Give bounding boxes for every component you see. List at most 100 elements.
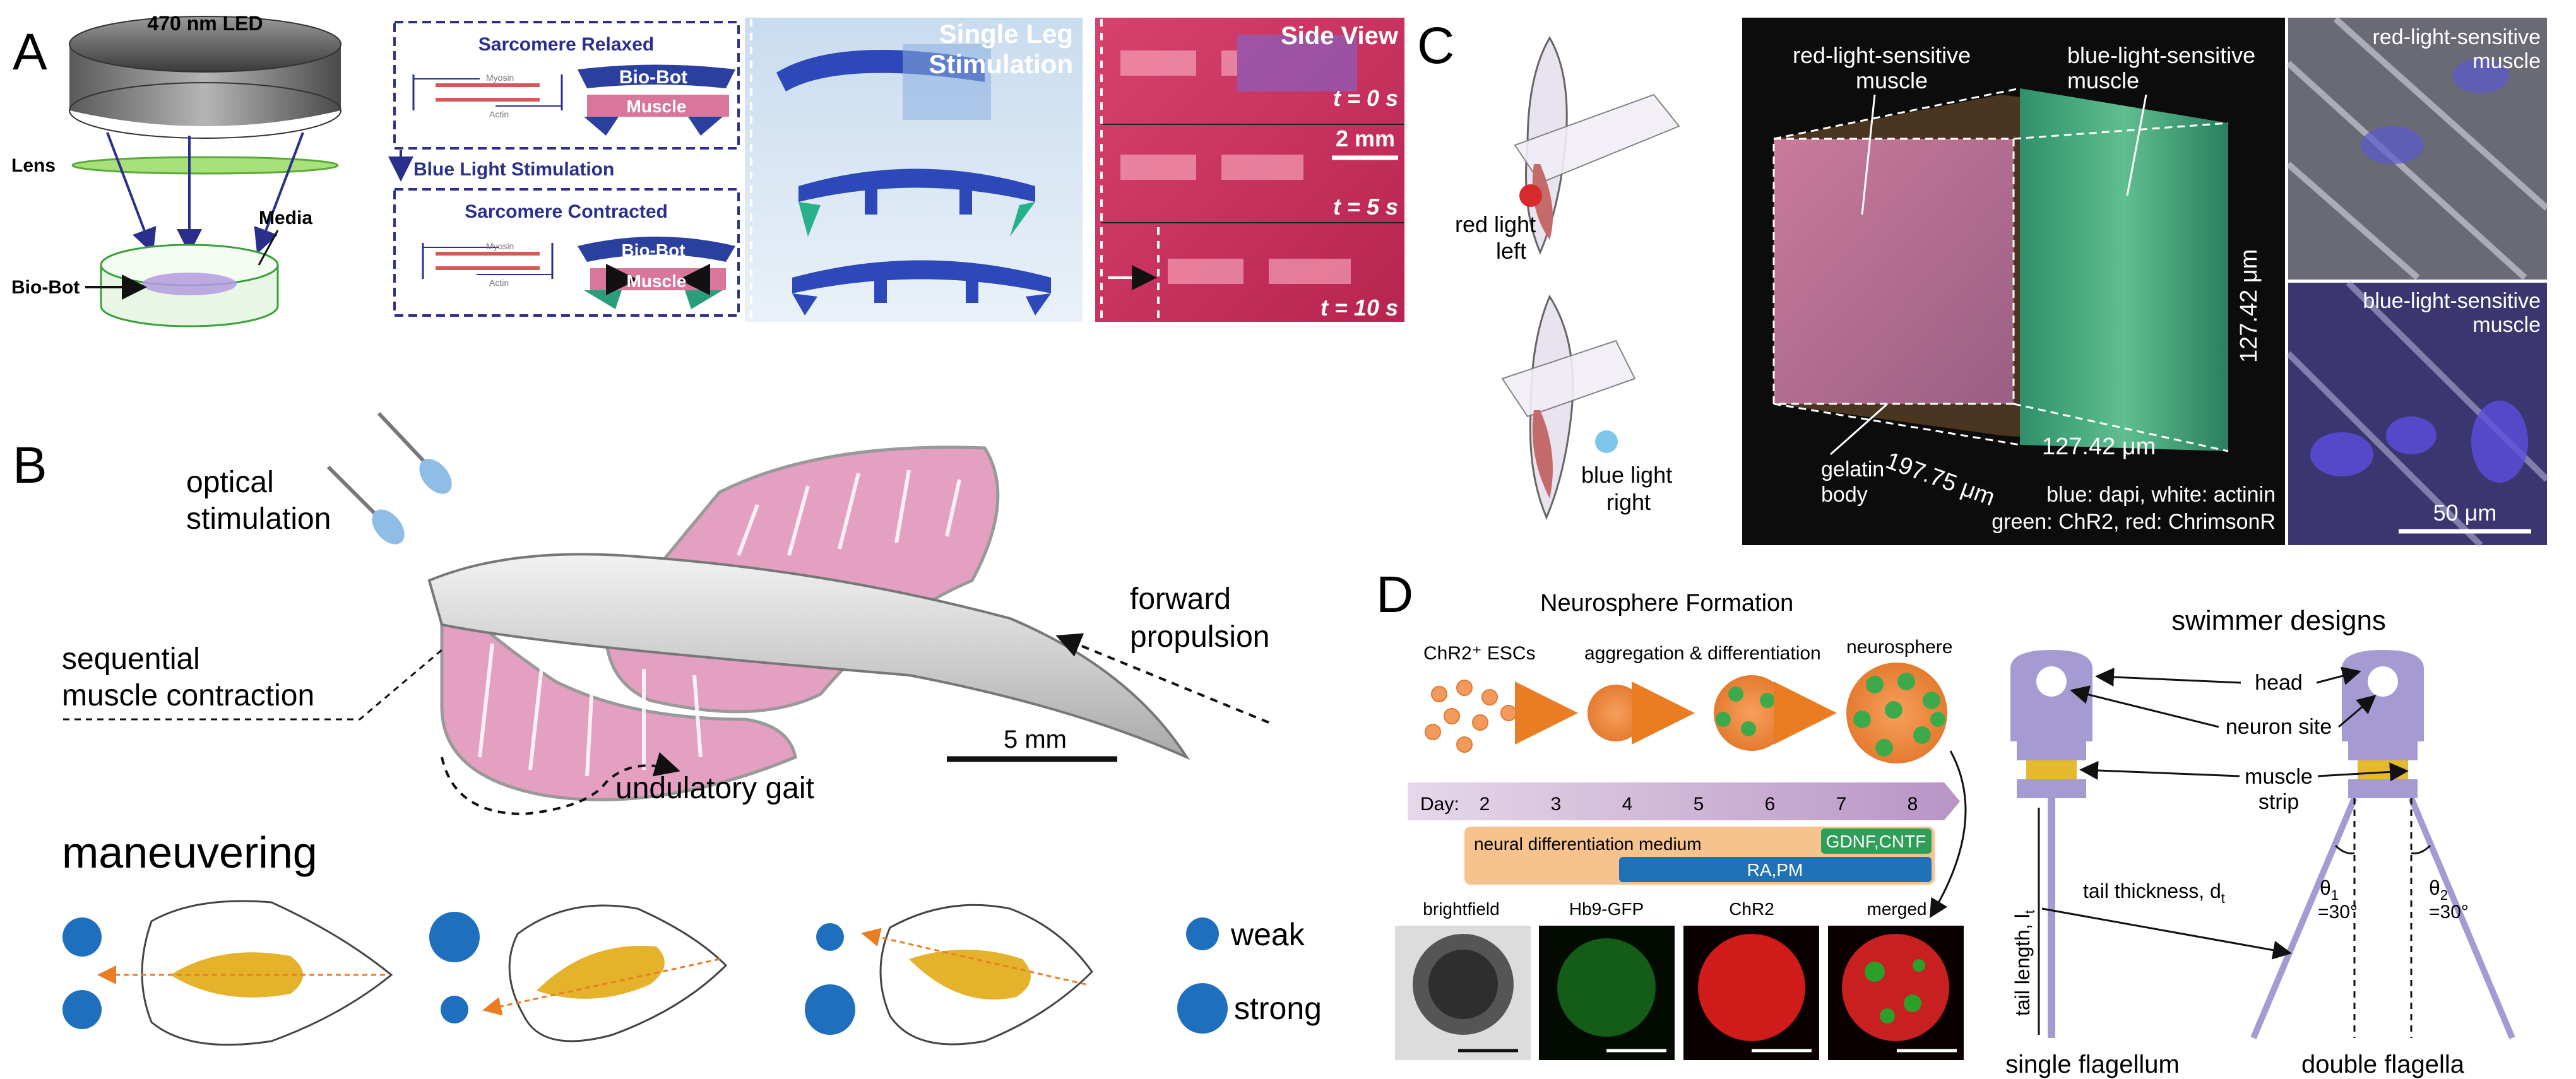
img-label-2: ChR2 — [1729, 899, 1774, 919]
light-rays — [106, 132, 304, 254]
img-label-3: merged — [1867, 899, 1927, 919]
scale-50um: 50 μm — [2433, 500, 2497, 526]
single-flagellum-label: single flagellum — [2005, 1051, 2180, 1078]
weak-label: weak — [1230, 917, 1305, 952]
forward-arrow — [1055, 633, 1269, 724]
weak-legend-dot — [1186, 917, 1219, 950]
day-timeline — [1408, 782, 1960, 820]
medium-label: neural differentiation medium — [1474, 834, 1702, 854]
sequential-pointer — [63, 649, 442, 721]
tail-length-label: tail length, lt — [2011, 910, 2038, 1016]
single-leg-line2: Stimulation — [929, 49, 1073, 79]
sarcomere-contracted-diagram — [422, 243, 554, 279]
myosin-label: Myosin — [486, 73, 514, 83]
lens-shape — [71, 156, 339, 175]
blue-light-line1: blue light — [1581, 462, 1672, 488]
theta1-label: θ1 — [2320, 876, 2339, 903]
svg-text:8: 8 — [1908, 794, 1918, 815]
biobot-relaxed-inset — [578, 64, 735, 136]
led-label: 470 nm LED — [147, 12, 263, 35]
inset-biobot-label-2: Bio-Bot — [621, 240, 685, 260]
right-top-line2: muscle — [2472, 49, 2541, 73]
maneuvering-title: maneuvering — [62, 828, 318, 877]
right-top-line1: red-light-sensitive — [2373, 25, 2541, 49]
svg-text:5: 5 — [1694, 794, 1704, 815]
optical-fibers — [326, 411, 452, 545]
inset-muscle-label-2: Muscle — [627, 271, 687, 291]
head-label: head — [2255, 671, 2303, 695]
media-pointer — [258, 230, 279, 266]
theta2-label: θ2 — [2429, 876, 2448, 903]
gdnf-bar — [1821, 828, 1932, 854]
svg-text:6: 6 — [1765, 794, 1776, 815]
red-muscle-line2: muscle — [1856, 68, 1928, 93]
scale-2mm: 2 mm — [1336, 126, 1395, 151]
blue-muscle-line1: blue-light-sensitive — [2067, 42, 2255, 68]
biobot-label: Bio-Bot — [11, 277, 80, 298]
inset-muscle-label: Muscle — [627, 97, 687, 116]
optical-line2: stimulation — [186, 502, 331, 536]
esc-label: ChR2⁺ ESCs — [1423, 643, 1536, 664]
red-muscle-line1: red-light-sensitive — [1793, 42, 1971, 68]
theta2-value: =30° — [2429, 902, 2469, 923]
sarcomere-contracted-title: Sarcomere Contracted — [465, 201, 668, 222]
panel-letter-d: D — [1376, 566, 1413, 623]
forward-line1: forward — [1130, 582, 1231, 616]
blue-muscle-line2: muscle — [2067, 68, 2139, 93]
t0-label: t = 0 s — [1333, 85, 1398, 111]
svg-text:3: 3 — [1551, 794, 1562, 815]
dim-vertical: 127.42 μm — [2236, 249, 2262, 363]
aggregation-label: aggregation & differentiation — [1584, 643, 1821, 664]
side-view-frames — [1120, 35, 1357, 284]
maneuver-forward — [62, 900, 393, 1046]
optical-line1: optical — [186, 466, 274, 499]
actin-label: Actin — [489, 109, 509, 119]
sequential-line2: muscle contraction — [62, 679, 314, 712]
side-view-title: Side View — [1281, 22, 1399, 50]
panel-letter-b: B — [13, 437, 47, 494]
img-label-1: Hb9-GFP — [1569, 899, 1644, 919]
neurosphere-label: neurosphere — [1846, 637, 1952, 657]
merged-pointer — [1929, 750, 1967, 919]
stain-line2: green: ChR2, red: ChrimsonR — [1991, 510, 2276, 534]
media-dish — [100, 244, 279, 327]
blue-light-stimulation-label: Blue Light Stimulation — [413, 159, 614, 180]
swimmer-title: swimmer designs — [2171, 605, 2386, 636]
theta1-value: =30° — [2318, 902, 2358, 923]
myosin-label-2: Myosin — [486, 241, 514, 251]
right-bottom-line2: muscle — [2472, 313, 2541, 337]
t10-label: t = 10 s — [1321, 295, 1398, 321]
gelatin-line1: gelatin — [1821, 457, 1884, 481]
muscle-strip-line2: strip — [2258, 790, 2299, 814]
rapm-label: RA,PM — [1747, 860, 1803, 880]
img-label-0: brightfield — [1423, 899, 1499, 919]
actin-label-2: Actin — [489, 278, 509, 288]
neuron-site-label: neuron site — [2226, 715, 2332, 739]
fish-red-light — [1514, 36, 1680, 255]
blue-light-line2: right — [1606, 489, 1651, 515]
lens-label: Lens — [11, 155, 56, 176]
cube-edges — [1772, 87, 2229, 452]
stain-line1: blue: dapi, white: actinin — [2046, 483, 2276, 507]
undulatory-label: undulatory gait — [615, 772, 814, 805]
gdnf-label: GDNF,CNTF — [1826, 832, 1926, 851]
svg-text:4: 4 — [1622, 794, 1633, 815]
day-label: Day: — [1420, 794, 1459, 815]
esc-cells — [1425, 680, 1517, 753]
red-light-line2: left — [1496, 238, 1526, 264]
maneuver-turn-right — [805, 904, 1093, 1046]
sarcomere-relaxed-title: Sarcomere Relaxed — [478, 34, 655, 55]
blue-muscle-face — [2020, 88, 2228, 451]
maneuver-turn-left — [429, 904, 728, 1042]
aggregate-cluster — [1588, 685, 1644, 741]
panel-letter-c: C — [1417, 17, 1454, 74]
fish-blue-light — [1501, 294, 1636, 520]
forward-line2: propulsion — [1130, 620, 1269, 654]
svg-text:7: 7 — [1836, 794, 1847, 815]
double-flagella-swimmer — [2250, 650, 2515, 1039]
biobot-contracted-inset — [578, 237, 735, 309]
simulation-frames — [776, 44, 1051, 315]
tail-thickness-label: tail thickness, dt — [2083, 880, 2225, 906]
